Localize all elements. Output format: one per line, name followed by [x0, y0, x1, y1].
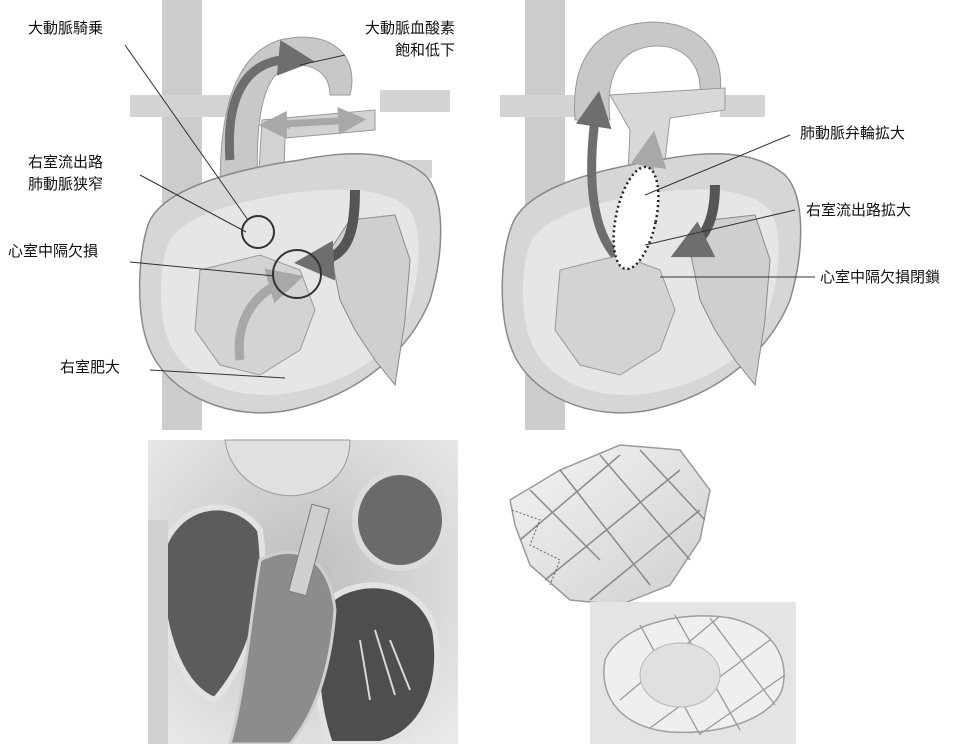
label-vsd-closure: 心室中隔欠損閉鎖 — [820, 267, 940, 287]
label-aortic-override: 大動脈騎乗 — [28, 18, 103, 38]
label-aortic-desaturation-2: 飽和低下 — [325, 40, 455, 60]
label-rvot-stenosis-1: 右室流出路 — [28, 152, 103, 172]
left-heart-diagram — [125, 0, 450, 430]
label-rvot-enlargement: 右室流出路拡大 — [806, 200, 911, 220]
background-vessel — [720, 95, 765, 117]
label-aortic-desaturation-1: 大動脈血酸素 — [325, 18, 455, 38]
heart-cutaway-illustration — [148, 440, 458, 744]
outer-vessel — [148, 520, 168, 744]
right-heart-diagram — [500, 0, 815, 430]
stented-valve-images — [510, 445, 796, 744]
label-pulmonary-annulus-enlargement: 肺動脈弁輪拡大 — [800, 123, 905, 143]
valve-stent-upper — [510, 445, 710, 605]
label-vsd: 心室中隔欠損 — [8, 241, 98, 261]
background-vessel — [380, 90, 450, 112]
label-rv-hypertrophy: 右室肥大 — [60, 357, 120, 377]
left-atrium — [355, 472, 445, 568]
label-rvot-stenosis-2: 肺動脈狭窄 — [28, 174, 103, 194]
